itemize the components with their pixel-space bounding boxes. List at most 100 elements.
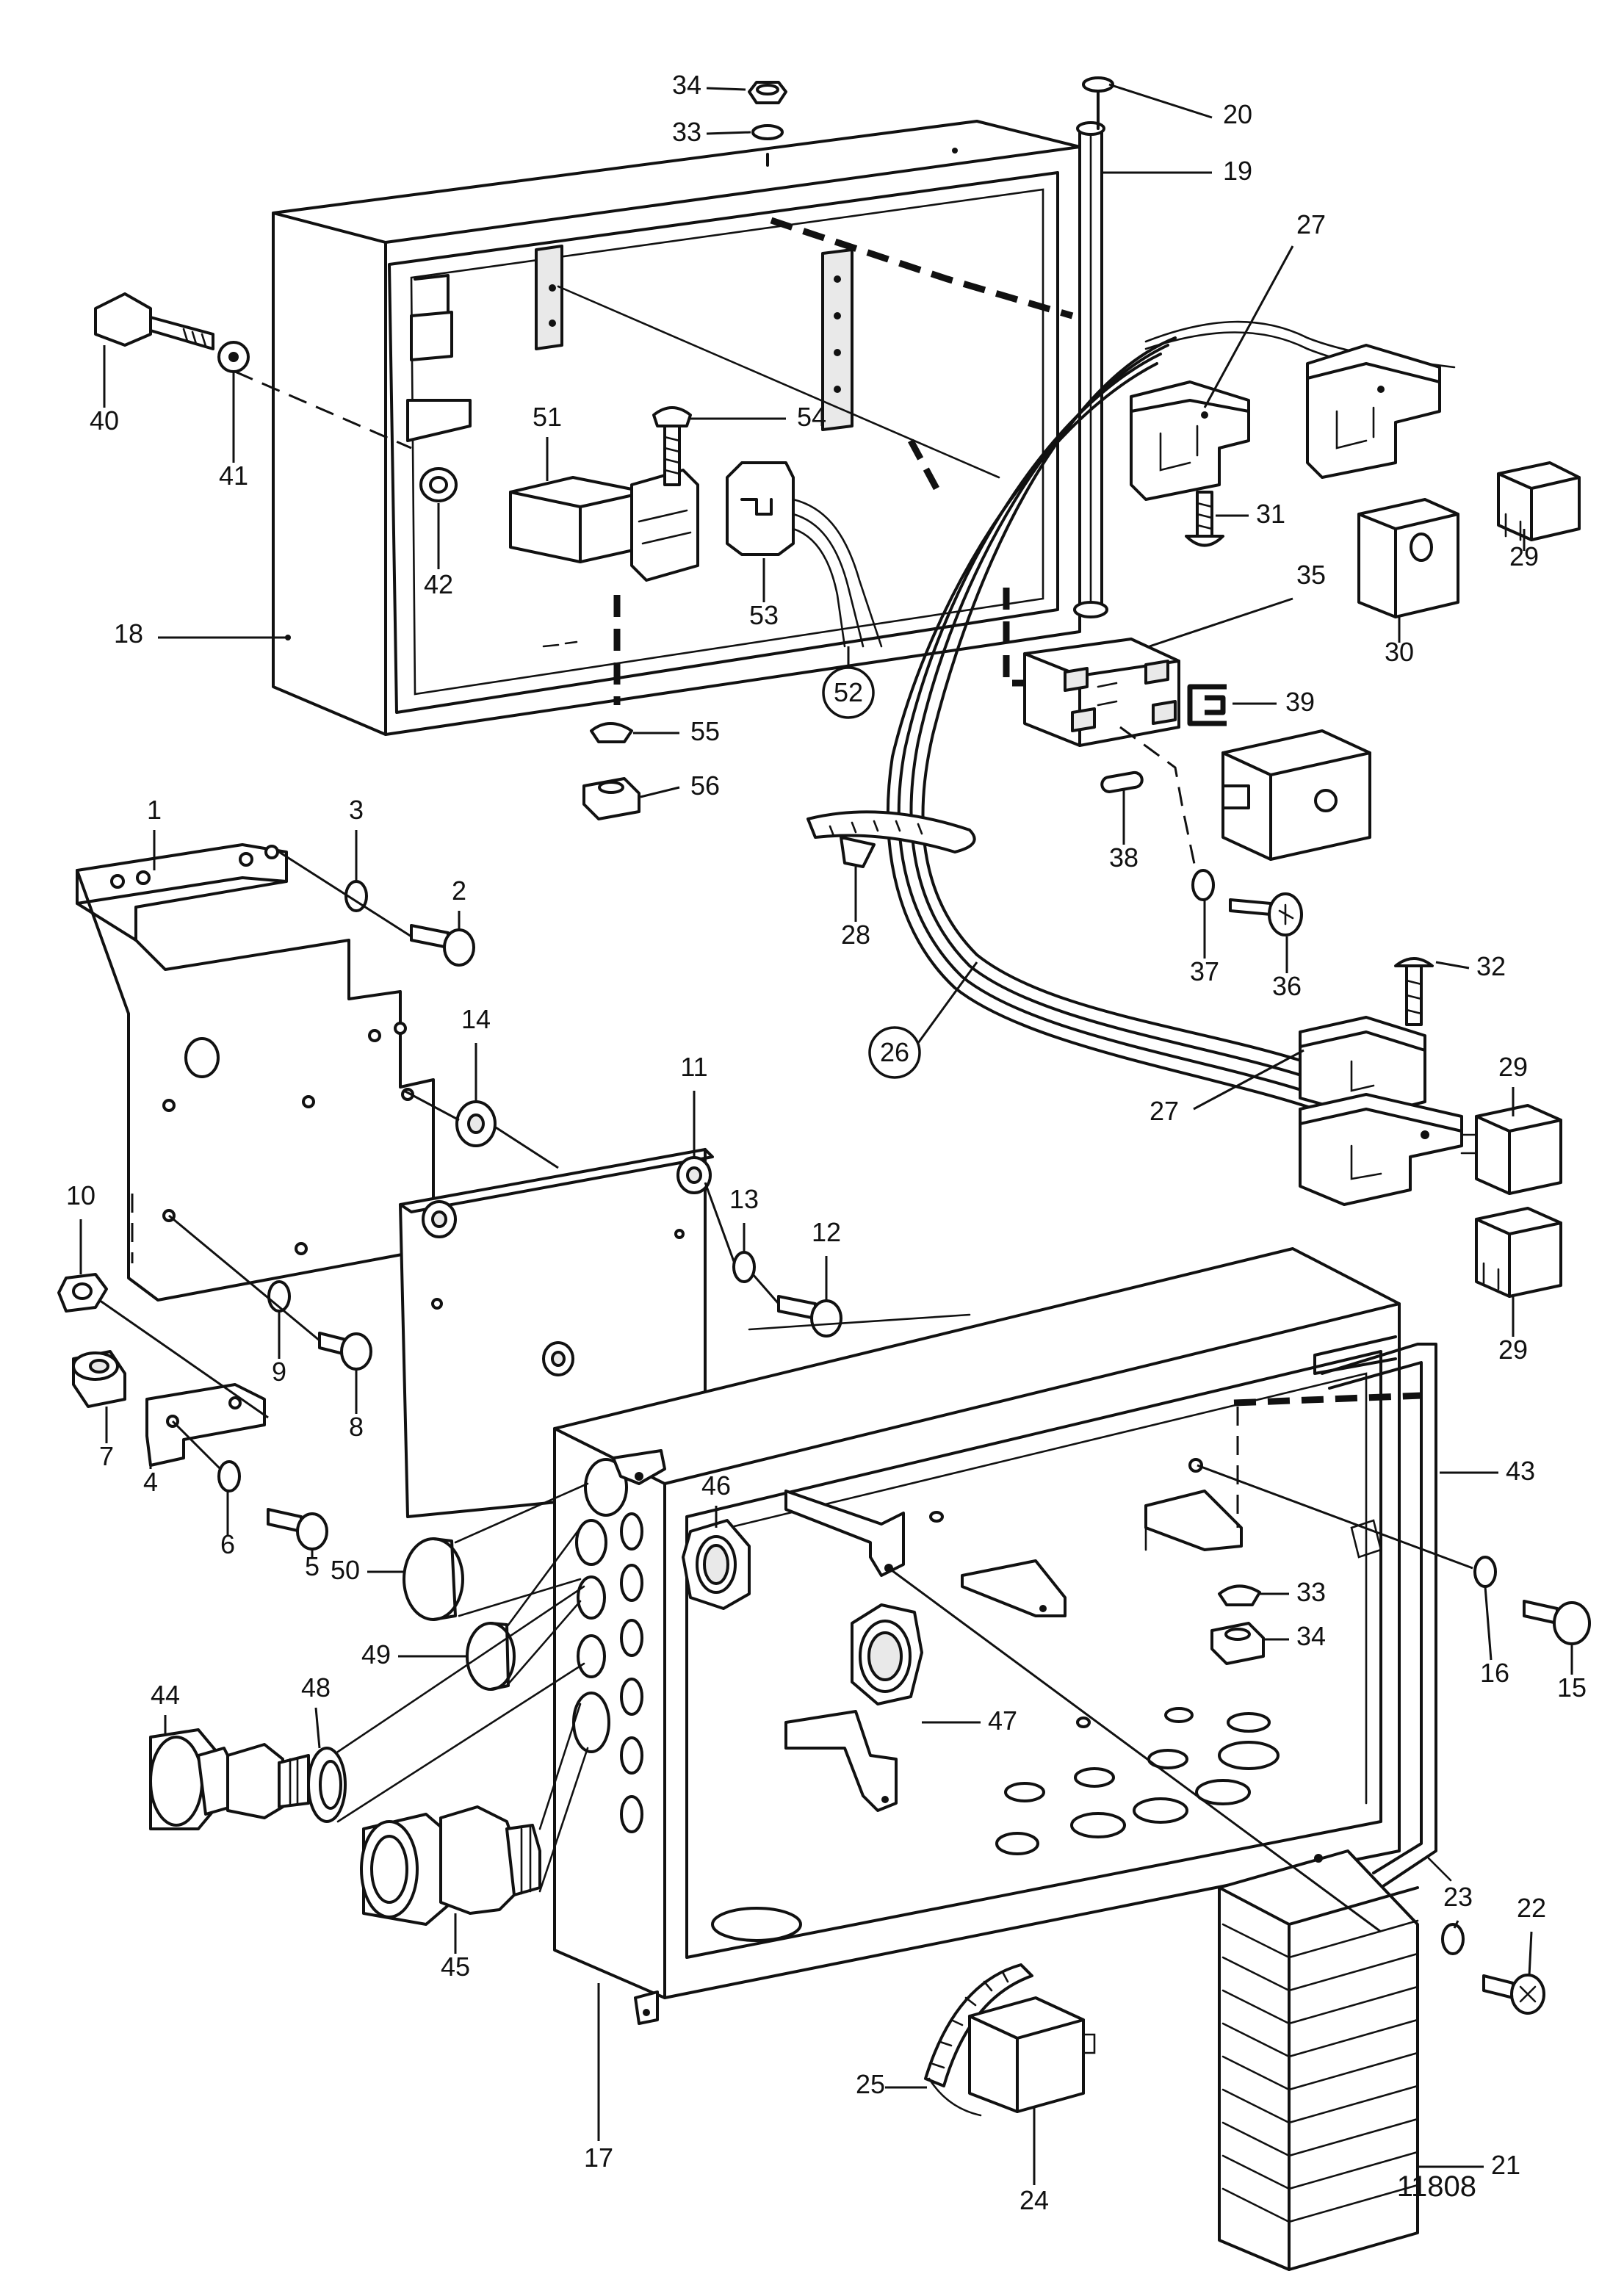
leader-line — [1453, 1920, 1459, 1929]
part-number-label: 14 — [461, 1004, 491, 1034]
grommet-49 — [466, 1622, 516, 1691]
callout-p33b: 33 — [1260, 1577, 1326, 1607]
part-number-label: 38 — [1109, 842, 1138, 873]
part-number-label: 31 — [1256, 499, 1285, 529]
part-number-label: 15 — [1557, 1672, 1587, 1703]
screw-22 — [1482, 1974, 1545, 2015]
callout-p34a: 34 — [672, 70, 746, 100]
part-number-label: 23 — [1443, 1882, 1473, 1912]
clamp-25 — [924, 1963, 1033, 2117]
screw-54 — [652, 406, 692, 486]
callout-p9: 9 — [272, 1311, 286, 1387]
callout-p47: 47 — [922, 1705, 1017, 1736]
part-number-label: 8 — [349, 1412, 364, 1442]
callout-p16: 16 — [1480, 1586, 1509, 1688]
fuse-holder-35 — [1023, 638, 1180, 747]
part-number-label: 45 — [441, 1952, 470, 1982]
part-number-label: 34 — [1296, 1621, 1326, 1651]
callout-layer: 1234567891011121314151617181920212223242… — [66, 70, 1587, 2215]
part-number-label: 29 — [1498, 1052, 1528, 1082]
callout-p36: 36 — [1272, 936, 1302, 1001]
callout-p21: 21 — [1418, 2150, 1520, 2180]
washer-23 — [1441, 1923, 1465, 1955]
part-number-label: 7 — [99, 1441, 114, 1471]
callout-p50: 50 — [331, 1555, 404, 1585]
part-number-label: 55 — [690, 716, 720, 746]
bus-bar — [1073, 121, 1108, 618]
screw-15 — [1523, 1600, 1591, 1645]
callout-p14: 14 — [461, 1004, 491, 1102]
screw-12 — [777, 1295, 842, 1338]
leader-line — [706, 131, 751, 135]
callout-p15: 15 — [1557, 1645, 1587, 1703]
callout-p2: 2 — [452, 876, 466, 929]
callout-p33a: 33 — [672, 117, 751, 147]
part-number-label: 32 — [1476, 951, 1506, 981]
nut-56 — [582, 777, 640, 820]
screw-5 — [267, 1508, 328, 1551]
part-number-label: 40 — [90, 405, 119, 436]
callout-p29c: 29 — [1498, 1296, 1528, 1365]
part-number-label: 52 — [834, 677, 863, 707]
part-number-label: 2 — [452, 876, 466, 906]
callout-p39: 39 — [1233, 687, 1315, 717]
screw-20 — [1082, 76, 1114, 130]
callout-circle — [822, 666, 875, 719]
screw-8 — [318, 1332, 372, 1371]
leader-line — [1528, 1931, 1533, 1977]
leader-line — [1203, 245, 1294, 408]
part-number-label: 54 — [797, 402, 826, 432]
fuse-38 — [1100, 770, 1144, 793]
callout-p42: 42 — [424, 503, 453, 599]
part-number-label: 47 — [988, 1705, 1017, 1736]
part-number-label: 29 — [1509, 541, 1539, 571]
relay-51 — [509, 469, 699, 582]
leader-line — [706, 87, 746, 91]
grommet-50 — [403, 1537, 464, 1621]
washer-33-lower — [1218, 1584, 1261, 1606]
part-number-label: 11 — [680, 1052, 707, 1082]
callout-p13: 13 — [729, 1184, 759, 1252]
part-number-label: 16 — [1480, 1658, 1509, 1688]
relay-24 — [968, 1996, 1096, 2113]
part-number-label: 56 — [690, 770, 720, 801]
callout-p45: 45 — [441, 1913, 470, 1982]
leader-line — [1149, 597, 1293, 648]
callout-p27a: 27 — [1203, 209, 1326, 408]
part-number-label: 48 — [301, 1672, 331, 1703]
part-number-label: 39 — [1285, 687, 1315, 717]
callout-p12: 12 — [812, 1217, 841, 1300]
callout-p17: 17 — [584, 1983, 613, 2173]
part-number-label: 27 — [1150, 1096, 1179, 1126]
callout-p34b: 34 — [1263, 1621, 1326, 1651]
part-number-label: 33 — [672, 117, 701, 147]
callout-p22: 22 — [1517, 1893, 1546, 1977]
callout-p4: 4 — [143, 1462, 158, 1497]
washer-6 — [217, 1460, 241, 1492]
callout-p19: 19 — [1102, 156, 1252, 186]
leader-line — [314, 1707, 321, 1749]
part-number-label: 17 — [584, 2143, 613, 2173]
callout-p18: 18 — [114, 618, 286, 649]
relay-29-top — [1497, 461, 1581, 541]
part-number-label: 28 — [841, 920, 870, 950]
screw-36 — [1229, 892, 1303, 936]
figure-number: 11808 — [1397, 2170, 1476, 2203]
washer-41 — [217, 341, 250, 373]
callout-p10: 10 — [66, 1180, 95, 1274]
part-number-label: 6 — [220, 1529, 235, 1559]
part-number-label: 22 — [1517, 1893, 1546, 1923]
part-number-label: 4 — [143, 1467, 158, 1497]
part-number-label: 36 — [1272, 971, 1302, 1001]
wire-43 — [1321, 1343, 1452, 1889]
part-number-label: 24 — [1019, 2185, 1049, 2215]
nut-34-top — [748, 81, 787, 104]
part-number-label: 18 — [114, 618, 143, 649]
callout-p3: 3 — [349, 795, 364, 881]
part-number-label: 3 — [349, 795, 364, 825]
relay-socket-27-bottom — [1299, 1016, 1463, 1206]
callout-p23: 23 — [1443, 1882, 1473, 1929]
washer-48 — [307, 1747, 347, 1823]
callout-p11: 11 — [680, 1052, 708, 1157]
